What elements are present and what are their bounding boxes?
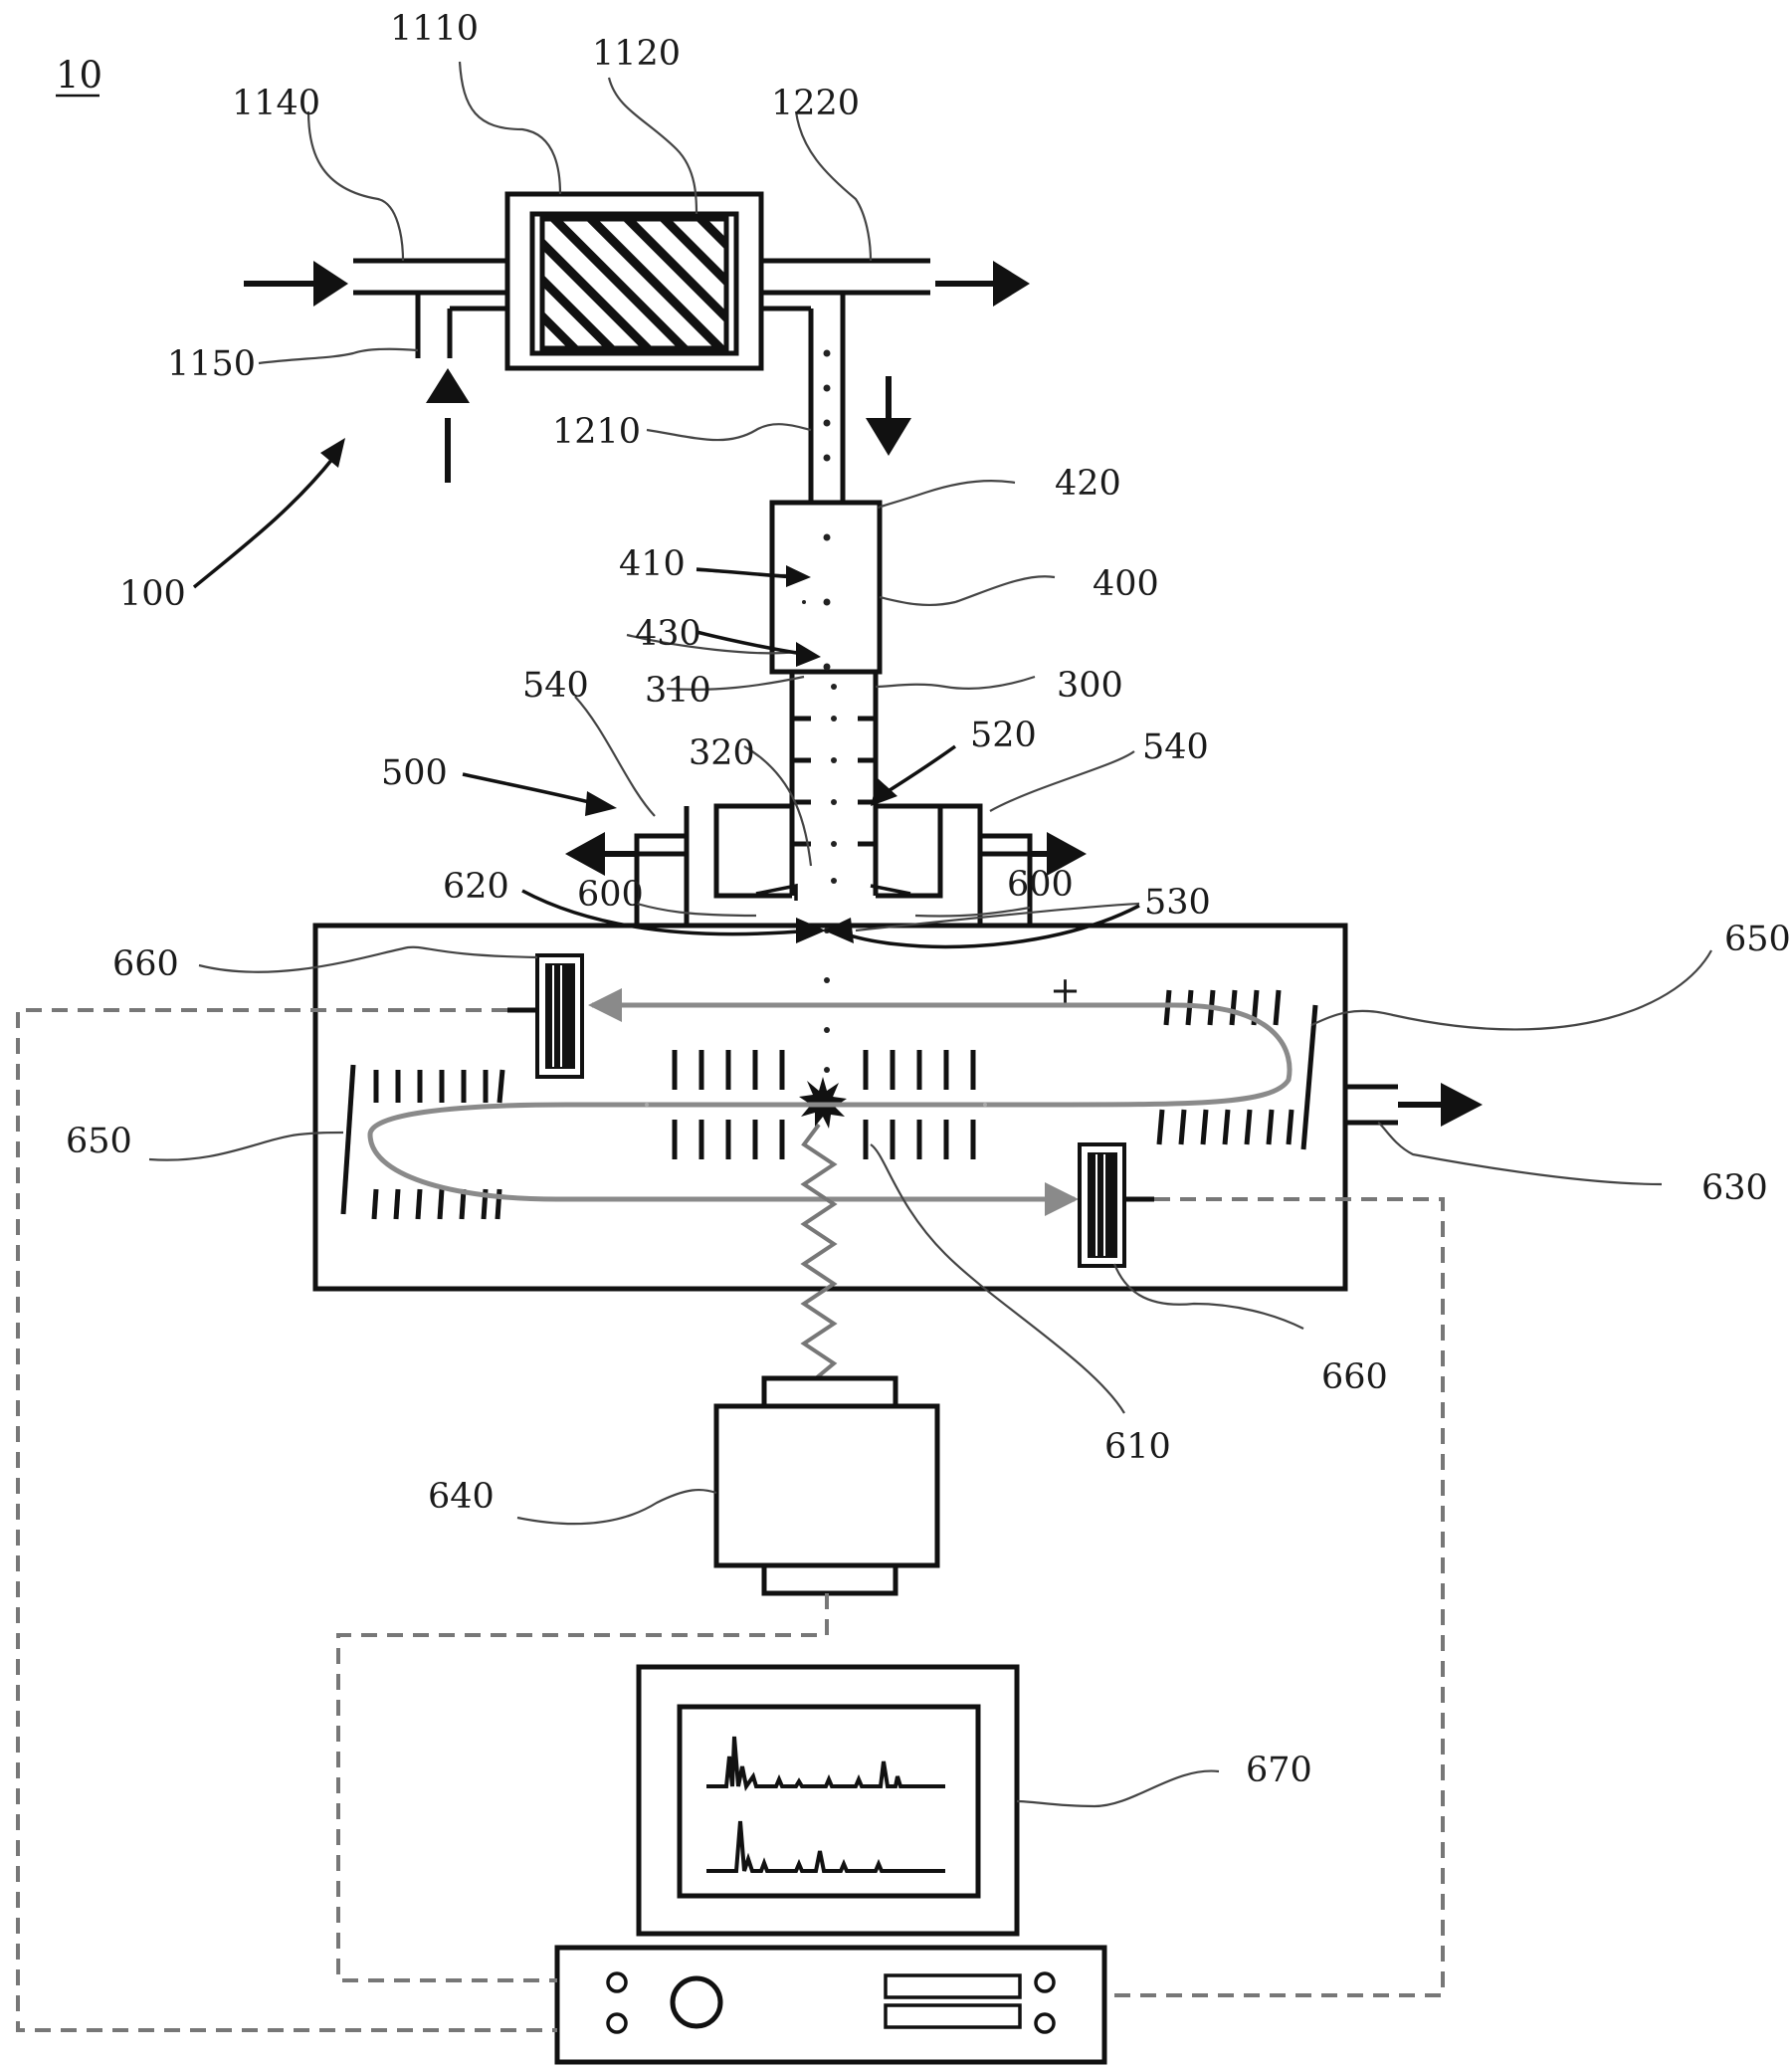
pump-outlet-arrow-icon (1441, 1083, 1483, 1127)
down-arrow-icon (866, 418, 911, 456)
label-640: 640 (428, 1477, 495, 1517)
label-650-left: 650 (66, 1122, 132, 1161)
ion-trajectories (370, 1005, 1290, 1199)
label-1120: 1120 (592, 34, 681, 74)
computer-monitor-670 (639, 1667, 1017, 1934)
column-300 (792, 672, 876, 896)
label-520: 520 (970, 716, 1037, 755)
label-430: 430 (635, 614, 701, 654)
filter-element-1120 (542, 219, 726, 348)
label-420: 420 (1055, 464, 1121, 504)
detector-right-660 (1080, 1144, 1154, 1266)
label-610: 610 (1104, 1427, 1171, 1467)
label-540-left: 540 (522, 666, 589, 706)
label-630: 630 (1701, 1168, 1768, 1208)
label-670: 670 (1246, 1751, 1312, 1790)
label-1220: 1220 (771, 84, 860, 123)
controller-unit (557, 1948, 1104, 2062)
left-exhaust-arrow-icon (565, 832, 605, 876)
detector-left-660 (507, 955, 582, 1077)
label-310: 310 (645, 671, 711, 711)
label-1150: 1150 (167, 344, 256, 384)
laser-beam (804, 1125, 834, 1378)
housing-400 (772, 503, 880, 672)
label-1140: 1140 (232, 84, 320, 123)
outlet-arrow-icon (993, 261, 1030, 307)
sampling-device-100 (194, 194, 1030, 587)
laser-640 (716, 1378, 937, 1593)
label-100: 100 (119, 574, 186, 614)
label-500: 500 (381, 753, 448, 793)
label-400: 400 (1093, 564, 1159, 604)
label-300: 300 (1057, 666, 1123, 706)
label-410: 410 (619, 544, 686, 584)
up-arrow-icon (426, 368, 470, 403)
label-1110: 1110 (390, 9, 479, 49)
label-620: 620 (443, 867, 509, 907)
label-600-right: 600 (1007, 865, 1074, 905)
label-530: 530 (1144, 883, 1211, 923)
label-600-left: 600 (577, 875, 644, 915)
figure-number: 10 (56, 54, 102, 97)
inlet-arrow-icon (313, 261, 348, 307)
label-1210: 1210 (552, 412, 641, 452)
label-650-right: 650 (1724, 920, 1791, 959)
label-320: 320 (689, 733, 755, 773)
label-540-right: 540 (1142, 727, 1209, 767)
label-660-right: 660 (1321, 1357, 1388, 1397)
label-660-left: 660 (112, 944, 179, 984)
